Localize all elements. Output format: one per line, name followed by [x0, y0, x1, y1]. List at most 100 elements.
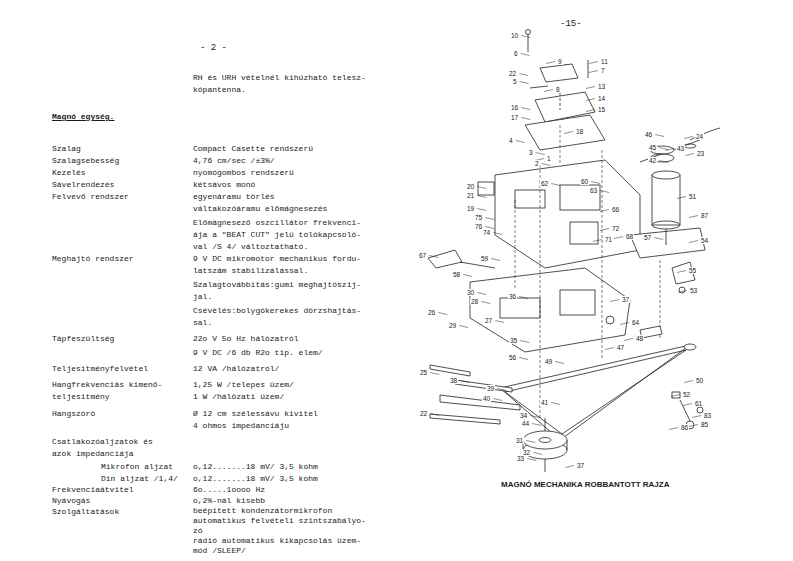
guide-lines: [515, 125, 660, 420]
callout-number: 58: [452, 271, 461, 278]
spec-key: Felvevő rendszer: [52, 191, 129, 203]
leader-line: [689, 216, 698, 218]
callout-number: 87: [700, 212, 709, 219]
leader-line: [491, 259, 500, 261]
lower-chassis: [470, 268, 630, 352]
leader-line: [614, 237, 623, 239]
leader-line: [495, 321, 504, 323]
leader-line: [684, 137, 693, 139]
spec-value: 4,76 cm/sec /±3%/: [193, 155, 275, 167]
callout-number: 53: [689, 287, 698, 294]
callout-number: 37: [576, 462, 585, 469]
spec-key: Sávelrendezés: [52, 179, 114, 191]
leader-line: [493, 233, 502, 235]
spec-value: egyenáramu törlés váltakozóáramu előmágn…: [193, 191, 333, 215]
leader-line: [527, 459, 536, 461]
leader-line: [678, 291, 687, 293]
page-number: - 2 -: [200, 42, 227, 54]
spec-key: Mikrofon aljzat: [101, 461, 173, 473]
leader-line: [593, 240, 602, 242]
leader-line: [485, 218, 494, 220]
callout-number: 10: [510, 32, 519, 39]
leader-line: [555, 362, 564, 364]
spec-value: 12 VA /hálózatról/: [193, 363, 279, 375]
spec-value: Ø 12 cm szélessávu kivitel: [193, 408, 318, 420]
leader-line: [665, 149, 674, 151]
callout-number: 21: [466, 192, 475, 199]
leader-lines: [429, 36, 701, 468]
spec-value: beépitett kondenzátormikrofon: [193, 506, 369, 516]
spec-key: Teljesitményfelvétel: [52, 363, 148, 375]
callout-number: 26: [427, 309, 436, 316]
spec-value: automatikus felvételi szintszabályo- zó: [193, 516, 369, 536]
spec-key: Szalagsebesség: [52, 155, 119, 167]
spec-value: o,12.......18 mV/ 3,5 kohm: [193, 461, 318, 473]
leader-line: [497, 389, 506, 391]
callout-number: 4: [508, 137, 514, 144]
callout-number: 43: [676, 145, 685, 152]
callout-number: 35: [509, 337, 518, 344]
spec-value: Előmágnesező oszcillátor frekvenci- ája …: [193, 217, 369, 253]
callout-number: 72: [611, 225, 620, 232]
spec-key: Szalag: [52, 143, 81, 155]
section-heading: Magnó egység.: [52, 111, 114, 123]
callout-number: 46: [644, 131, 653, 138]
callout-number: 23: [696, 150, 705, 157]
callout-number: 28: [470, 298, 479, 305]
callout-number: 1: [546, 155, 552, 162]
leader-line: [600, 191, 609, 193]
leader-line: [586, 87, 595, 89]
callout-number: 20: [466, 183, 475, 190]
spec-value: Compact Casette rendszerü: [193, 143, 313, 155]
spec-key: Szolgáltatások: [52, 506, 119, 518]
callout-number: 64: [631, 319, 640, 326]
callout-number: 7: [600, 67, 606, 74]
leader-line: [516, 141, 525, 143]
callout-number: 42: [648, 157, 657, 164]
spec-value: 9 V DC mikromotor mechanikus fordu- lats…: [193, 253, 369, 277]
leader-line: [689, 241, 698, 243]
leader-line: [654, 238, 663, 240]
leader-line: [546, 62, 555, 64]
leader-line: [586, 110, 595, 112]
callout-number: 14: [597, 95, 606, 102]
spec-value: o,2%-nál kisebb: [193, 495, 265, 507]
callout-number: 57: [643, 234, 652, 241]
leader-line: [520, 341, 529, 343]
leader-line: [520, 82, 529, 84]
callout-number: 83: [703, 412, 712, 419]
leader-line: [564, 132, 573, 134]
spec-value: 6o.....1oooo Hz: [193, 484, 265, 496]
leader-line: [521, 54, 530, 56]
spec-key: Nyávogás: [52, 495, 90, 507]
leader-line: [659, 161, 668, 163]
spec-key: Hangfrekvenciás kimenő- teljesitmény: [52, 379, 167, 403]
leader-line: [591, 182, 600, 184]
spec-key: Csatlakozóaljzatok és azok impedanciája: [52, 436, 162, 460]
callout-number: 66: [611, 206, 620, 213]
callout-number: 60: [580, 178, 589, 185]
callout-number: 86: [680, 424, 689, 431]
callout-number: 74: [482, 229, 491, 236]
spec-key: Frekvenciaátvitel: [52, 484, 134, 496]
leader-line: [586, 99, 595, 101]
spec-value: o,12.......18 mV/ 3,5 kohm: [193, 473, 318, 485]
callout-number: 24: [695, 133, 704, 140]
leader-line: [692, 416, 701, 418]
callout-number: 31: [515, 437, 524, 444]
leader-line: [551, 184, 560, 186]
belt-drive: [500, 344, 696, 440]
leader-line: [610, 300, 619, 302]
leader-line: [477, 196, 486, 198]
callout-number: 50: [695, 377, 704, 384]
leader-line: [689, 425, 698, 427]
callout-number: 25: [419, 369, 428, 376]
callout-number: 27: [484, 317, 493, 324]
leader-line: [438, 313, 447, 315]
leader-line: [659, 148, 668, 150]
leader-line: [519, 74, 528, 76]
leader-line: [460, 381, 469, 383]
page-number: -15-: [560, 18, 582, 30]
callout-number: 16: [510, 104, 519, 111]
